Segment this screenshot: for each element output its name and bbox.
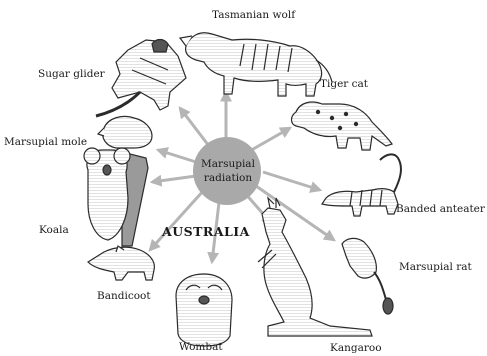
label-tiger-cat: Tiger cat xyxy=(320,78,368,90)
arrow-banded-anteater xyxy=(263,172,320,190)
tasmanian-wolf-drawing xyxy=(180,33,332,96)
bandicoot-drawing xyxy=(88,246,154,280)
label-koala: Koala xyxy=(39,224,69,236)
label-wombat: Wombat xyxy=(179,341,223,353)
center-label-line-2: radiation xyxy=(194,171,262,185)
arrow-marsupial-mole xyxy=(158,150,196,162)
arrow-koala xyxy=(152,176,196,182)
center-label-line-1: Marsupial xyxy=(194,157,262,171)
label-marsupial-mole: Marsupial mole xyxy=(4,136,87,148)
marsupial-rat-drawing xyxy=(342,238,393,314)
koala-drawing xyxy=(84,148,148,246)
label-banded-anteater: Banded anteater xyxy=(396,203,485,215)
banded-anteater-drawing xyxy=(322,154,401,216)
label-bandicoot: Bandicoot xyxy=(97,290,151,302)
region-label: AUSTRALIA xyxy=(162,224,250,239)
label-marsupial-rat: Marsupial rat xyxy=(399,261,472,273)
sugar-glider-drawing xyxy=(96,40,186,117)
center-label: Marsupial radiation xyxy=(194,150,262,192)
marsupial-mole-drawing xyxy=(98,116,152,148)
label-tasmanian-wolf: Tasmanian wolf xyxy=(212,9,295,21)
arrow-bandicoot xyxy=(150,190,204,250)
label-sugar-glider: Sugar glider xyxy=(38,68,105,80)
wombat-drawing xyxy=(176,274,232,346)
arrow-tiger-cat xyxy=(248,128,290,152)
label-kangaroo: Kangaroo xyxy=(330,342,382,354)
tiger-cat-drawing xyxy=(292,102,393,150)
